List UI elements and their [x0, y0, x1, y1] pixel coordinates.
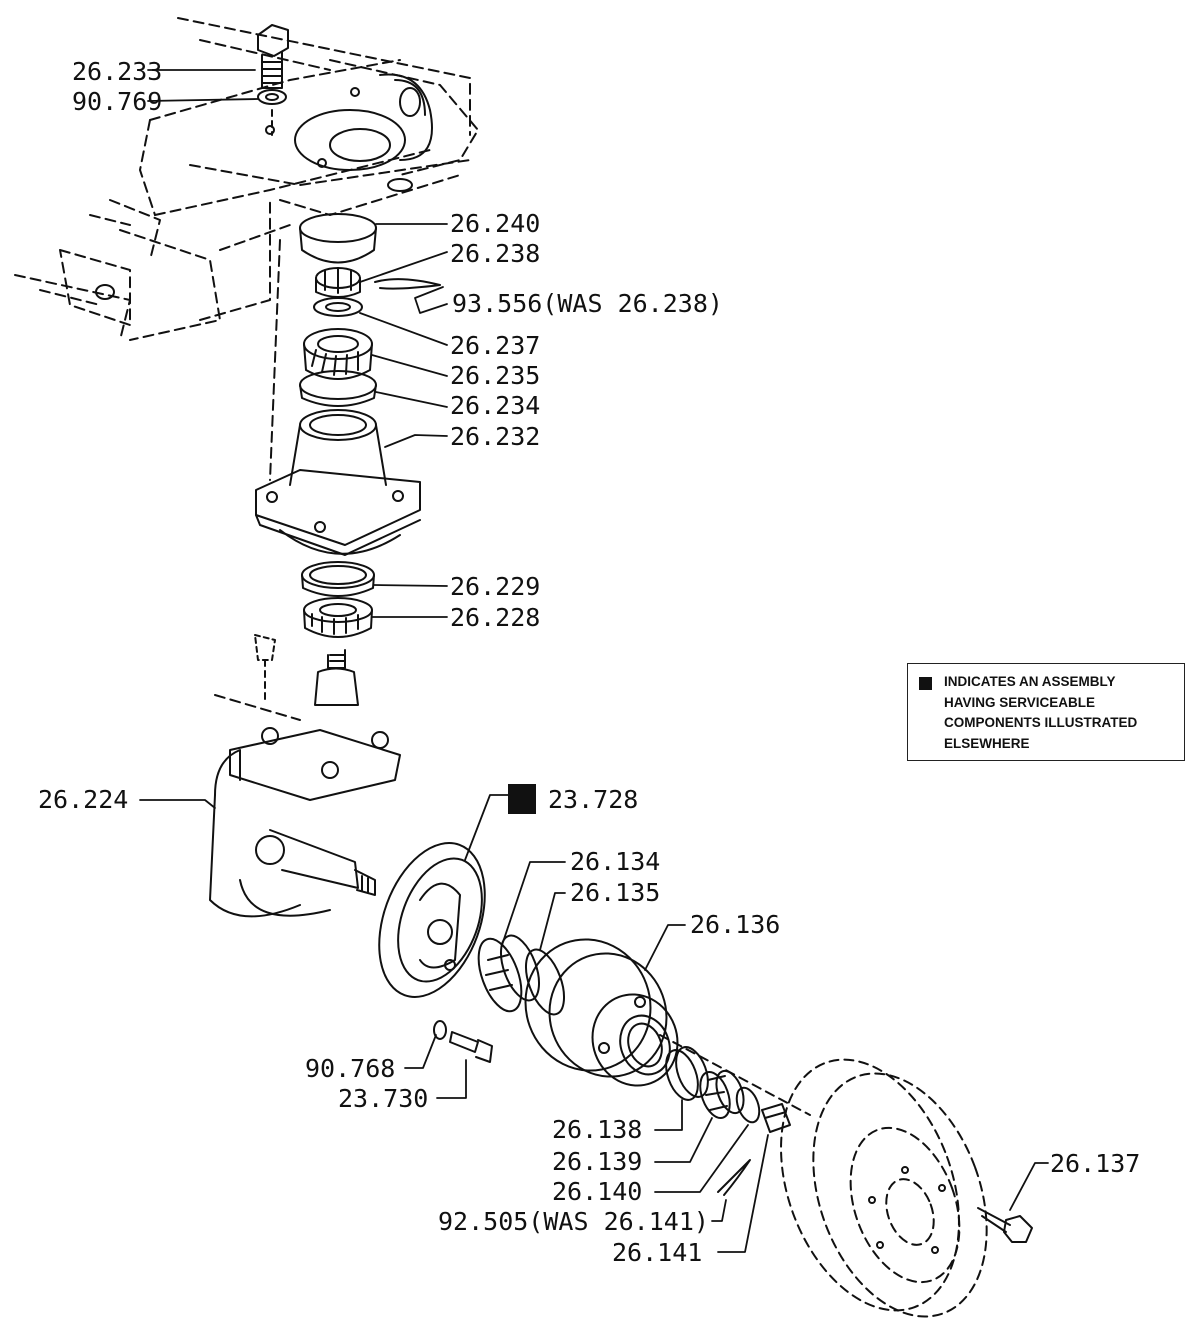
cotter-pin-92-505-drawing	[717, 1159, 751, 1196]
legend-text: INDICATES AN ASSEMBLY HAVING SERVICEABLE…	[944, 674, 1138, 751]
cap-26-240-drawing	[299, 213, 377, 264]
callout-26-228: 26.228	[450, 603, 540, 632]
washer-90-768-drawing	[433, 1020, 447, 1040]
callout-26-135: 26.135	[570, 878, 660, 907]
callout-26-240: 26.240	[450, 209, 540, 238]
bolt-26-233-drawing	[257, 24, 289, 89]
callout-26-235: 26.235	[450, 361, 540, 390]
bolt-26-137-drawing	[977, 1207, 1033, 1243]
assembly-marker-icon	[508, 784, 536, 814]
callout-26-237: 26.237	[450, 331, 540, 360]
callout-26-137: 26.137	[1050, 1149, 1140, 1178]
bearing-26-235-drawing	[303, 328, 373, 380]
callout-26-139: 26.139	[552, 1147, 642, 1176]
cotter-pin-93-556-drawing	[374, 278, 441, 290]
callout-26-234: 26.234	[450, 391, 540, 420]
wheel-drawing	[659, 1034, 988, 1318]
callout-23-730: 23.730	[338, 1084, 428, 1113]
wheel-stud-holes	[868, 1166, 946, 1254]
housing-26-232-drawing	[255, 409, 421, 556]
callout-26-138: 26.138	[552, 1115, 642, 1144]
callout-23-728: 23.728	[548, 785, 638, 814]
callout-90-768: 90.768	[305, 1054, 395, 1083]
bearing-26-134-drawing	[477, 934, 541, 1013]
callout-26-233: 26.233	[72, 57, 162, 86]
hub-drum-26-136-drawing	[524, 938, 679, 1087]
nut-26-141-drawing	[761, 1103, 791, 1133]
callout-26-134: 26.134	[570, 847, 660, 876]
callout-26-224: 26.224	[38, 785, 128, 814]
leader-lines	[139, 69, 1049, 1253]
washer-26-237-drawing	[313, 297, 363, 317]
cup-26-234-drawing	[299, 370, 377, 407]
chassis-frame-drawing	[14, 17, 479, 481]
bearing-26-228-drawing	[303, 597, 373, 638]
nut-26-238-drawing	[315, 267, 361, 298]
washer-90-769-drawing	[257, 89, 287, 136]
callout-labels: 26.233 90.769 26.240 26.238 93.556(WAS 2…	[38, 57, 1140, 1267]
callout-93-556: 93.556(WAS 26.238)	[452, 289, 723, 318]
callout-26-232: 26.232	[450, 422, 540, 451]
callout-92-505: 92.505(WAS 26.141)	[438, 1207, 709, 1236]
callout-26-141: 26.141	[612, 1238, 702, 1267]
callout-26-238: 26.238	[450, 239, 540, 268]
callout-26-229: 26.229	[450, 572, 540, 601]
washer-26-140-drawing	[735, 1086, 761, 1124]
legend-box: INDICATES AN ASSEMBLY HAVING SERVICEABLE…	[907, 663, 1185, 761]
frame-bracket-detail	[95, 73, 433, 300]
callout-90-769: 90.769	[72, 87, 162, 116]
assembly-marker-legend-icon	[919, 677, 932, 690]
callout-26-140: 26.140	[552, 1177, 642, 1206]
bolt-23-730-drawing	[449, 1031, 493, 1063]
backing-plate-23-728-drawing	[378, 842, 486, 998]
callout-26-136: 26.136	[690, 910, 780, 939]
knuckle-26-224-drawing	[209, 634, 401, 918]
cup-26-229-drawing	[301, 561, 375, 597]
